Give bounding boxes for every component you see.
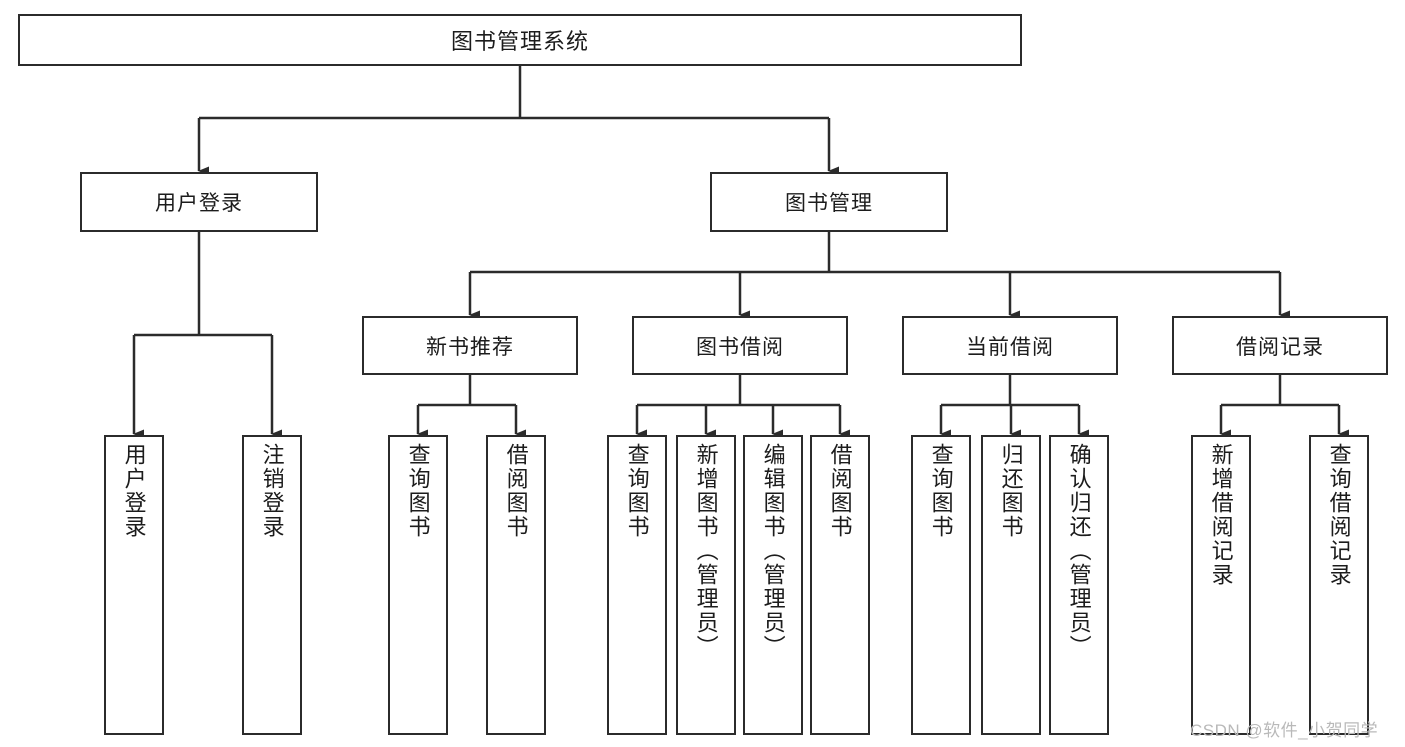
node-leaf-rec-query: 查询图书 [388, 435, 448, 735]
node-label-leaf-cur-return: 归还图书 [998, 443, 1024, 539]
node-label-leaf-cur-confirm: 确认归还（管理员） [1066, 443, 1092, 659]
node-new-book-rec: 新书推荐 [362, 316, 578, 375]
node-book-manage: 图书管理 [710, 172, 948, 232]
node-label-leaf-brw-query: 查询图书 [624, 443, 650, 539]
node-label-leaf-cur-query: 查询图书 [928, 443, 954, 539]
node-book-borrow: 图书借阅 [632, 316, 848, 375]
node-leaf-brw-edit: 编辑图书（管理员） [743, 435, 803, 735]
node-leaf-rcd-query: 查询借阅记录 [1309, 435, 1369, 735]
csdn-watermark: CSDN @软件_小贺同学 [1190, 721, 1379, 740]
node-label-leaf-user-logout: 注销登录 [259, 443, 285, 539]
node-root: 图书管理系统 [18, 14, 1022, 66]
node-leaf-brw-query: 查询图书 [607, 435, 667, 735]
node-label-leaf-rec-borrow: 借阅图书 [503, 443, 529, 539]
node-label-leaf-brw-edit: 编辑图书（管理员） [760, 443, 786, 659]
node-leaf-user-logout: 注销登录 [242, 435, 302, 735]
node-leaf-user-login: 用户登录 [104, 435, 164, 735]
node-label-leaf-user-login: 用户登录 [121, 443, 147, 539]
node-label-leaf-rcd-add: 新增借阅记录 [1208, 443, 1234, 587]
node-label-leaf-rec-query: 查询图书 [405, 443, 431, 539]
node-leaf-cur-return: 归还图书 [981, 435, 1041, 735]
node-label-leaf-rcd-query: 查询借阅记录 [1326, 443, 1352, 587]
node-current-borrow: 当前借阅 [902, 316, 1118, 375]
node-leaf-brw-add: 新增图书（管理员） [676, 435, 736, 735]
node-leaf-cur-confirm: 确认归还（管理员） [1049, 435, 1109, 735]
node-leaf-cur-query: 查询图书 [911, 435, 971, 735]
node-user-login: 用户登录 [80, 172, 318, 232]
node-label-leaf-brw-borrow: 借阅图书 [827, 443, 853, 539]
node-borrow-record: 借阅记录 [1172, 316, 1388, 375]
node-label-leaf-brw-add: 新增图书（管理员） [693, 443, 719, 659]
node-leaf-rec-borrow: 借阅图书 [486, 435, 546, 735]
node-leaf-rcd-add: 新增借阅记录 [1191, 435, 1251, 735]
node-leaf-brw-borrow: 借阅图书 [810, 435, 870, 735]
